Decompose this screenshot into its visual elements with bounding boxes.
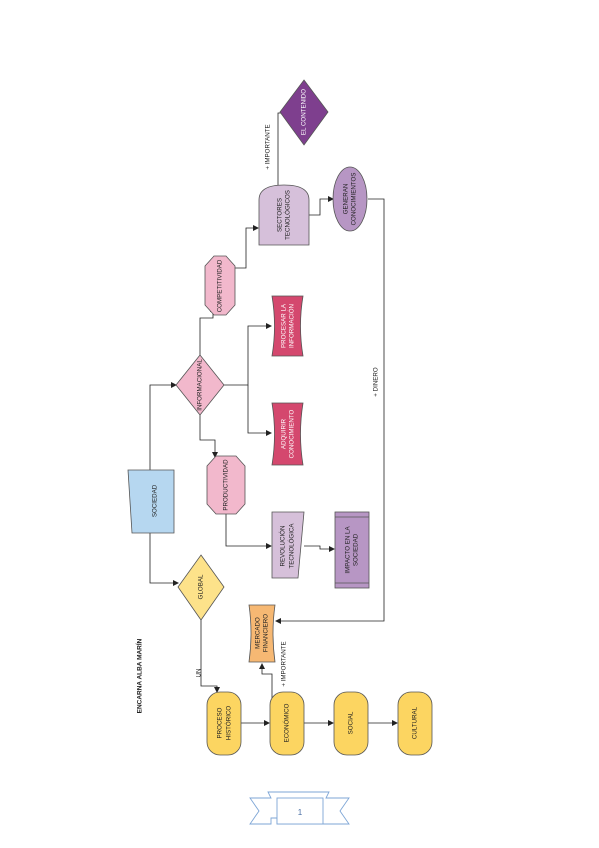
node-competitividad-label: COMPETITIVIDAD: [217, 259, 224, 312]
edges: [149, 110, 398, 726]
edge-informacional-procesar: [224, 323, 272, 386]
node-el-contenido-shape: [279, 79, 329, 146]
page-ribbon-center: [276, 797, 324, 825]
node-sociedad-label: SOCIEDAD: [152, 484, 159, 517]
edge-sociedad-informacional: [149, 382, 177, 470]
edge-economico-mercado: [259, 663, 273, 706]
node-proceso-label-2: HISTÓRICO: [226, 706, 233, 741]
edge-label-importante-top: + IMPORTANTE: [265, 124, 272, 169]
node-global-shape: [177, 554, 225, 621]
edge-label-dinero: + DINERO: [373, 367, 380, 397]
node-cultural: CULTURAL: [397, 691, 433, 756]
node-sociedad-shape: [127, 469, 175, 534]
node-mercado-label-2: FINANCIERO: [263, 614, 270, 652]
node-global: GLOBAL: [177, 554, 225, 621]
node-informacional: INFORMACIONAL: [175, 354, 225, 416]
node-competitividad-shape: [204, 255, 236, 316]
node-productividad: PRODUCTIVIDAD: [206, 455, 246, 515]
node-sectores-shape: [258, 184, 310, 246]
node-impacto: IMPACTO EN LA SOCIEDAD: [334, 511, 370, 589]
node-social-shape: [333, 691, 369, 756]
node-adquirir: ADQUIRIR CONOCIMIENTO: [271, 402, 304, 466]
node-impacto-shape: [334, 511, 370, 589]
edge-generan-mercado: [275, 198, 385, 624]
node-sectores-label-1: SECTORES: [277, 198, 284, 232]
node-revolucion: REVOLUCIÓN TECNOLÓGICA: [271, 511, 305, 579]
node-procesar-label-2: INFORMACIÓN: [289, 304, 296, 348]
node-informacional-label: INFORMACIONAL: [197, 359, 204, 411]
node-economico: ECONÓMICO: [269, 691, 305, 756]
node-generan-label-2: CONOCIMIENTOS: [351, 173, 358, 226]
node-social-label: SOCIAL: [348, 711, 355, 734]
node-el-contenido: EL CONTENIDO: [279, 79, 329, 146]
page-number: 1: [298, 808, 303, 817]
edge-revolucion-impacto: [304, 545, 335, 552]
node-adquirir-shape: [271, 402, 304, 466]
node-competitividad: COMPETITIVIDAD: [204, 255, 236, 316]
node-mercado-label-1: MERCADO: [255, 617, 262, 649]
node-adquirir-label-1: ADQUIRIR: [281, 418, 288, 449]
edge-informacional-competitividad: [199, 306, 216, 356]
edge-sociedad-global: [149, 533, 179, 586]
edge-competitividad-sectores: [232, 225, 259, 269]
edge-informacional-adquirir: [247, 385, 272, 436]
node-generan-label-1: GENERAN: [343, 184, 350, 215]
node-generan: GENERAN CONOCIMIENTOS: [332, 166, 368, 232]
edge-label-importante-bottom: + IMPORTANTE: [281, 641, 288, 686]
edge-productividad-revolucion: [225, 510, 272, 549]
edge-label-un: UN: [196, 669, 203, 678]
node-cultural-shape: [397, 691, 433, 756]
node-proceso-shape: [206, 691, 242, 756]
node-economico-label: ECONÓMICO: [284, 703, 291, 742]
node-adquirir-label-2: CONOCIMIENTO: [289, 409, 296, 458]
node-informacional-shape: [175, 354, 225, 416]
edge-sectores-generan: [308, 196, 334, 216]
node-productividad-shape: [206, 455, 246, 515]
node-procesar-shape: [271, 295, 304, 357]
node-revolucion-label-2: TECNOLÓGICA: [289, 523, 296, 569]
node-sociedad: SOCIEDAD: [127, 469, 175, 534]
node-social: SOCIAL: [333, 691, 369, 756]
edge-informacional-productividad: [199, 414, 218, 458]
node-impacto-label-1: IMPACTO EN LA: [345, 526, 352, 574]
node-proceso-label-1: PROCESO: [217, 707, 224, 738]
node-procesar-label-1: PROCESAR LA: [281, 303, 288, 348]
node-sectores: SECTORES TECNOLÓGICOS: [258, 184, 310, 246]
node-sectores-label-2: TECNOLÓGICOS: [285, 190, 292, 240]
edge-global-proceso: [200, 620, 220, 693]
node-productividad-label: PRODUCTIVIDAD: [223, 459, 230, 511]
node-mercado: MERCADO FINANCIERO: [248, 604, 276, 663]
node-impacto-label-2: SOCIEDAD: [353, 533, 360, 566]
node-el-contenido-label: EL CONTENIDO: [301, 89, 308, 135]
node-mercado-shape: [248, 604, 276, 663]
page-number-ribbon: 1: [249, 791, 350, 825]
edge-sectores-contenido: [277, 110, 289, 185]
node-economico-shape: [269, 691, 305, 756]
node-revolucion-shape: [271, 511, 305, 579]
node-generan-shape: [332, 166, 368, 232]
node-revolucion-label-1: REVOLUCIÓN: [280, 526, 287, 567]
node-proceso: PROCESO HISTÓRICO: [206, 691, 242, 756]
node-global-label: GLOBAL: [198, 574, 205, 599]
node-cultural-label: CULTURAL: [412, 706, 419, 739]
author-name: ENCARNA ALBA MARÍN: [135, 638, 144, 713]
node-procesar: PROCESAR LA INFORMACIÓN: [271, 295, 304, 357]
